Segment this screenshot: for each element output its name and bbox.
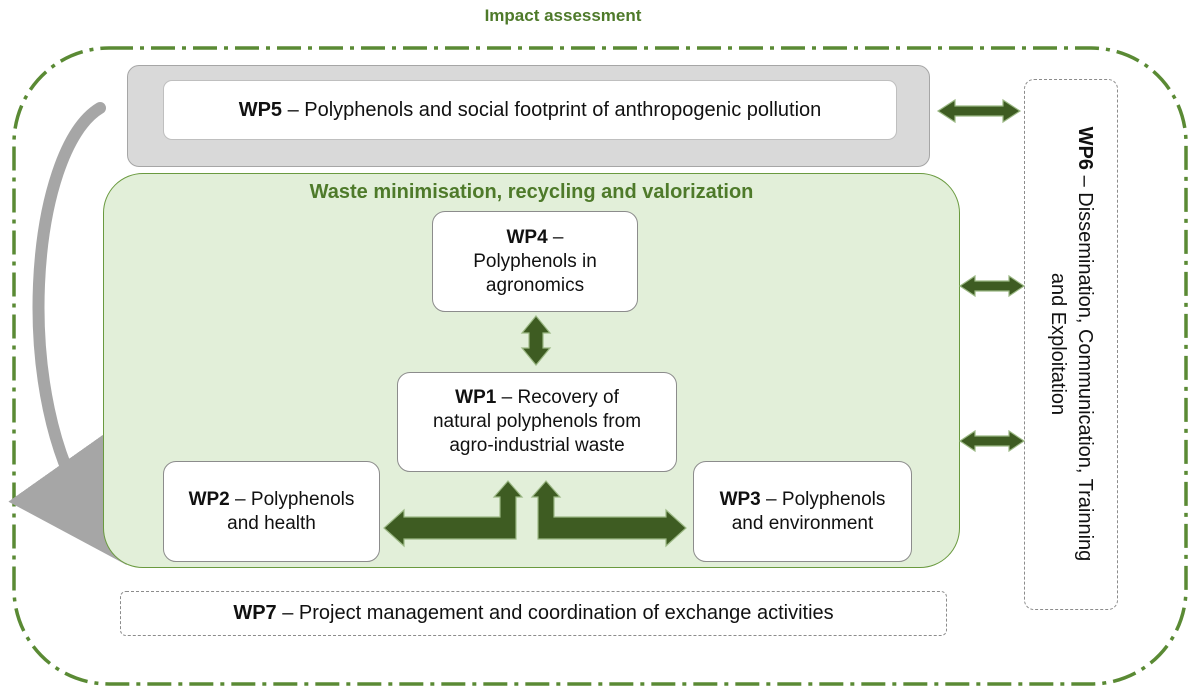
wp4-code: WP4 — [506, 226, 548, 248]
wp6-box — [1024, 79, 1118, 610]
wp6-label: WP6 – Dissemination, Communication, Trai… — [1036, 94, 1106, 594]
feedback-curve-arrow — [8, 102, 127, 566]
wp4-line2: agronomics — [485, 274, 585, 296]
wp7-box: WP7 – Project management and coordinatio… — [120, 591, 947, 636]
wp1-box: WP1 – Recovery of natural polyphenols fr… — [397, 372, 677, 472]
wp6-code: WP6 — [1074, 126, 1096, 171]
wp6-line2: and Exploitation — [1047, 272, 1069, 416]
wp5-box: WP5 – Polyphenols and social footprint o… — [163, 80, 897, 140]
wp6-line1: – Dissemination, Communication, Trainnin… — [1074, 170, 1096, 562]
wp7-text: – Project management and coordination of… — [276, 602, 834, 624]
wp3-line1: – Polyphenols — [760, 488, 886, 510]
wp5-code: WP5 — [238, 98, 283, 121]
waste-region-title: Waste minimisation, recycling and valori… — [309, 181, 754, 203]
wp4-box: WP4 – Polyphenols in agronomics — [432, 211, 638, 312]
wp3-line2: and environment — [731, 512, 874, 534]
wp3-code: WP3 — [719, 488, 761, 510]
wp5-text: – Polyphenols and social footprint of an… — [282, 98, 822, 121]
wp1-code: WP1 — [455, 387, 497, 408]
wp1-line3: agro-industrial waste — [449, 435, 625, 456]
wp3-box: WP3 – Polyphenols and environment — [693, 461, 912, 562]
wp2-code: WP2 — [188, 488, 230, 510]
wp2-line2: and health — [227, 512, 316, 534]
wp4-line1: Polyphenols in — [473, 250, 597, 272]
impact-assessment-title: Impact assessment — [484, 6, 642, 25]
wp2-box: WP2 – Polyphenols and health — [163, 461, 380, 562]
wp1-line2: natural polyphenols from — [432, 411, 642, 432]
wp4-dash: – — [547, 226, 564, 248]
wp2-line1: – Polyphenols — [229, 488, 355, 510]
wp1-line1: – Recovery of — [496, 387, 619, 408]
wp7-code: WP7 — [233, 602, 277, 624]
impact-assessment-boundary — [12, 46, 1188, 686]
